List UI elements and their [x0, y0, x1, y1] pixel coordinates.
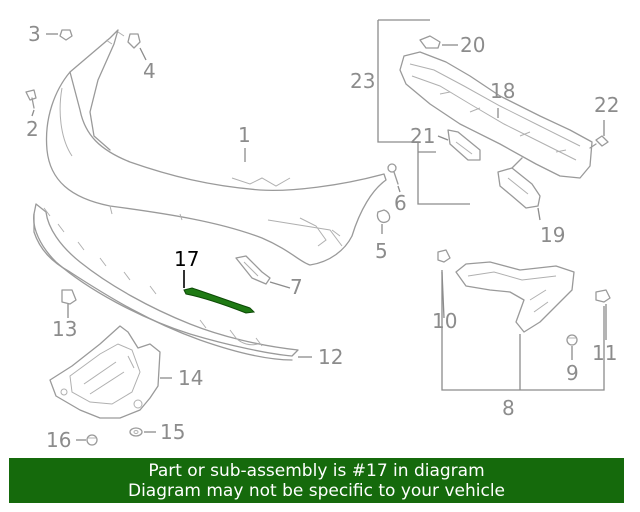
- lower-diffuser: [33, 203, 299, 361]
- bumper-cover: [45, 29, 387, 266]
- callout-3: 3: [28, 22, 41, 46]
- callout-20: 20: [460, 33, 485, 57]
- part-22-bolt: [589, 135, 609, 149]
- callout-22: 22: [594, 93, 619, 117]
- callout-19: 19: [540, 223, 565, 247]
- callout-17: 17: [174, 247, 199, 271]
- part-21-bracket: [447, 129, 481, 161]
- under-cover: [49, 325, 161, 419]
- part-16-nut: [86, 434, 98, 446]
- callout-10: 10: [432, 309, 457, 333]
- callout-5: 5: [375, 239, 388, 263]
- callout-6: 6: [394, 191, 407, 215]
- banner-line-part: Part or sub-assembly is #17 in diagram: [148, 461, 485, 481]
- part-4-clip: [127, 33, 141, 49]
- callout-14: 14: [178, 366, 203, 390]
- callout-11: 11: [592, 341, 617, 365]
- callout-16: 16: [46, 428, 71, 452]
- part-6-screw: [387, 163, 399, 185]
- callout-21: 21: [410, 124, 435, 148]
- callout-12: 12: [318, 345, 343, 369]
- part-7-bracket: [235, 255, 271, 285]
- part-5-bumper-stop: [376, 209, 391, 224]
- part-15-nut: [129, 427, 143, 437]
- part-info-banner: Part or sub-assembly is #17 in diagram D…: [9, 458, 624, 503]
- part-17-garnish-strip: [183, 287, 256, 314]
- part-8-bracket-assembly: [437, 249, 575, 333]
- part-13-clip: [61, 289, 77, 305]
- callout-9: 9: [566, 361, 579, 385]
- part-11-nut: [595, 289, 611, 303]
- part-20-clip: [419, 35, 441, 49]
- part-2-screw: [25, 89, 37, 109]
- callout-13: 13: [52, 317, 77, 341]
- banner-line-disclaimer: Diagram may not be specific to your vehi…: [127, 481, 505, 501]
- callout-18: 18: [490, 79, 515, 103]
- callout-4: 4: [143, 59, 156, 83]
- callout-2: 2: [26, 117, 39, 141]
- parts-diagram: 1 2 3 4 5 6 7 8 9 10 11 12 13 14 15 16 1…: [25, 19, 619, 452]
- callout-8: 8: [502, 396, 515, 420]
- part-19-side-bracket: [497, 157, 541, 209]
- leader-lines: [31, 19, 607, 441]
- part-9-screw: [566, 334, 578, 346]
- callout-1: 1: [238, 123, 251, 147]
- part-18-rear-beam: [399, 51, 593, 179]
- callout-23: 23: [350, 69, 375, 93]
- callout-15: 15: [160, 420, 185, 444]
- part-3-clip: [59, 29, 73, 41]
- callout-7: 7: [290, 275, 303, 299]
